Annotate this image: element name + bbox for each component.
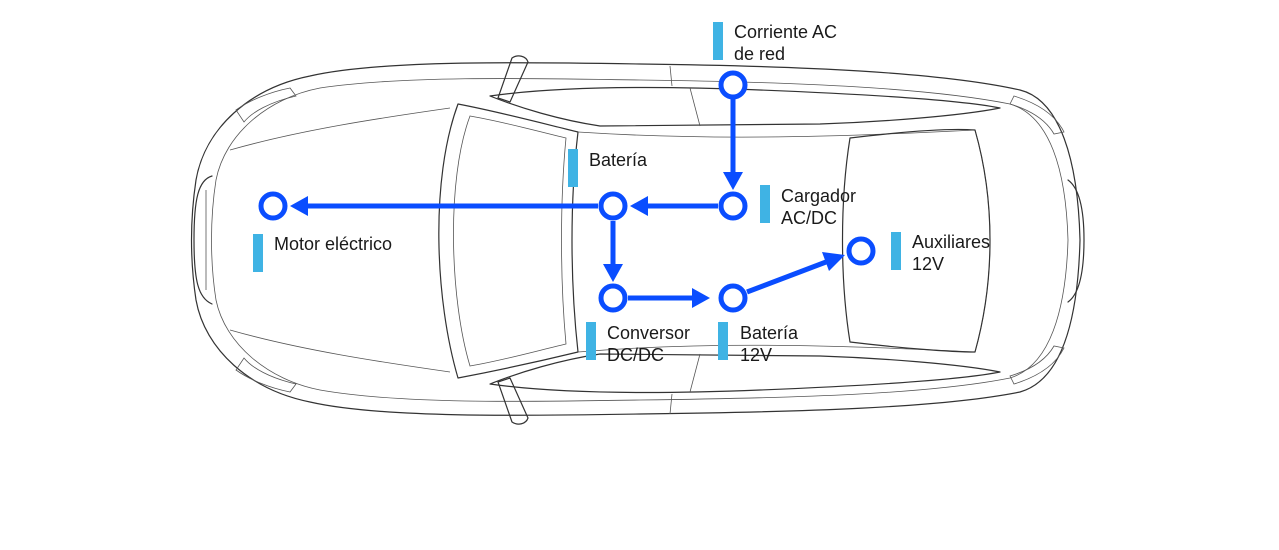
label-converter: Conversor DC/DC — [607, 322, 690, 366]
label-12v-battery-line1: Batería — [740, 323, 799, 343]
tag-12v-battery — [718, 322, 728, 360]
label-converter-line2: DC/DC — [607, 345, 664, 365]
window-divider-top — [689, 87, 701, 127]
door-seam-top — [669, 65, 673, 87]
label-auxiliaries-line2: 12V — [912, 254, 945, 274]
door-seam-bottom — [669, 393, 673, 415]
taillight-bottom — [1009, 345, 1065, 385]
node-motor — [258, 191, 288, 221]
label-charger-line1: Cargador — [781, 186, 857, 206]
arrowhead-battery-to-motor — [290, 196, 308, 216]
tag-auxiliaries — [891, 232, 901, 270]
front-bumper — [193, 175, 213, 305]
arrowhead-charger-to-battery — [630, 196, 648, 216]
tag-battery — [568, 149, 578, 187]
rear-bumper — [1067, 179, 1085, 303]
tag-charger — [760, 185, 770, 223]
hood-line-bottom — [229, 329, 451, 373]
windshield — [438, 103, 579, 379]
label-charger: Cargador AC/DC — [781, 185, 856, 229]
car-body — [190, 62, 1081, 416]
headlight-bottom — [235, 357, 297, 393]
node-charger — [718, 191, 748, 221]
node-ac-mains — [718, 70, 748, 100]
windshield-inner — [453, 115, 567, 367]
label-12v-battery: Batería 12V — [740, 322, 798, 366]
label-ac-mains-line1: Corriente AC — [734, 22, 838, 42]
label-battery-line1: Batería — [589, 150, 648, 170]
taillight-top — [1009, 95, 1065, 135]
label-ac-mains-line2: de red — [734, 44, 786, 64]
label-12v-battery-line2: 12V — [740, 345, 773, 365]
label-charger-line2: AC/DC — [781, 208, 838, 228]
headlight-top — [235, 87, 297, 123]
node-battery — [598, 191, 628, 221]
tag-converter — [586, 322, 596, 360]
arrowhead-battery-to-converter — [603, 264, 623, 282]
flow-arrows — [290, 98, 845, 308]
label-motor: Motor eléctrico — [274, 233, 392, 255]
node-auxiliaries — [846, 236, 876, 266]
node-converter — [598, 283, 628, 313]
nodes — [258, 70, 876, 313]
arrow-12v-battery-to-auxiliaries — [746, 259, 827, 295]
side-windows-top — [489, 86, 1001, 127]
label-auxiliaries: Auxiliares 12V — [912, 231, 990, 275]
arrowhead-ac-to-charger — [723, 172, 743, 190]
label-converter-line1: Conversor — [607, 323, 691, 343]
label-ac-mains: Corriente AC de red — [734, 21, 837, 65]
rear-window — [841, 128, 991, 353]
tag-ac-mains — [713, 22, 723, 60]
mirror-right — [497, 377, 529, 425]
tag-motor — [253, 234, 263, 272]
label-motor-line1: Motor eléctrico — [274, 234, 393, 254]
car-body-inner — [211, 78, 1069, 402]
mirror-left — [497, 55, 529, 103]
node-12v-battery — [718, 283, 748, 313]
window-divider-bottom — [689, 353, 701, 393]
hood-line-top — [229, 107, 451, 151]
label-battery: Batería — [589, 149, 647, 171]
arrowhead-converter-to-12v-battery — [692, 288, 710, 308]
label-auxiliaries-line1: Auxiliares — [912, 232, 991, 252]
arrowhead-12v-battery-to-auxiliaries — [822, 252, 845, 271]
